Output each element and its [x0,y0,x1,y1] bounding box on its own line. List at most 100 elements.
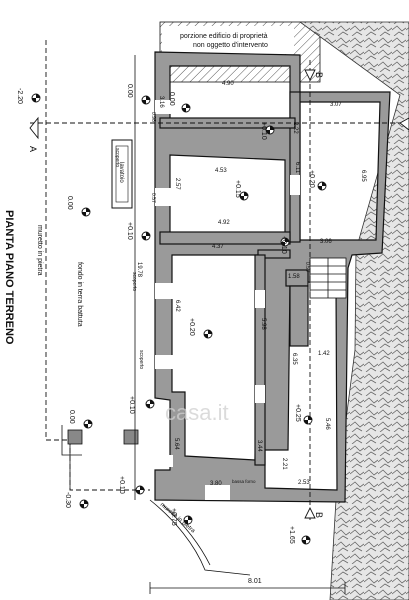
note-line-1: porzione edificio di proprietà [180,33,268,40]
elevation-marker-fill [186,104,190,108]
dim-059: 0.59 [304,262,310,272]
elevation-marker-fill [318,186,322,190]
elevation-marker-fill [308,416,312,420]
elevation-marker-fill [142,236,146,240]
dim-611: 6.11 [294,162,300,174]
section-markers: A B B [28,69,409,519]
dim-222: 2.22 [292,122,298,134]
dim-316: 3.16 [158,96,164,108]
elevation-marker-fill [188,516,192,520]
elevation-label-right-room: +0.25 [294,404,301,422]
elevation-marker-fill [82,212,86,216]
elevation-label-bottom-left: -0.30 [64,492,71,508]
section-b-top: B [314,72,324,78]
dim-642: 6.42 [174,300,180,312]
elevation-marker-fill [136,490,140,494]
elevation-marker-fill [302,540,306,544]
elevation-label-room-c: +0.15 [234,180,241,198]
dim-142: 1.42 [318,351,330,357]
elevation-marker-fill [80,504,84,508]
elevation-marker-fill [240,196,244,200]
label-scoperto-1: scoperto [114,148,120,167]
dimension-labels: 4.90 3.07 3.16 4.53 2.57 4.92 4.37 3.06 … [136,81,366,585]
elevation-marker-fill [88,420,92,424]
elevation-markers: -2.20 0.00 0.00 +0.10 +0.20 +0.15 0.00 +0.10 +0.… [16,84,327,545]
label-scoperto-2: scoperto [131,272,137,291]
elevation-marker-fill [146,232,150,236]
dim-453: 4.53 [215,168,227,174]
dim-221: 2.21 [281,458,287,470]
elevation-marker-fill [208,330,212,334]
dim-1978: 19.78 [136,262,142,278]
elevation-marker-fill [270,126,274,130]
dim-695: 6.95 [360,170,366,182]
dim-257: 2.57 [174,178,180,190]
elevation-label-bottom-mid: +0.10 [118,476,125,494]
elevation-label-bottom-ramp: +0.75 [170,508,177,526]
label-scoperto-3: scoperto [138,350,144,369]
elevation-label-corridor: +0.10 [260,122,267,140]
elevation-label-room-b: +0.20 [308,170,315,188]
elevation-label-room-a: 0.00 [126,84,133,98]
elevation-marker-fill [84,500,88,504]
elevation-marker-fill [36,94,40,98]
elevation-marker-fill [184,520,188,524]
dim-344: 3.44 [256,440,262,452]
elevation-marker-fill [86,208,90,212]
dim-098: 0.98 [150,112,156,122]
elevation-marker-fill [182,108,186,112]
elevation-marker-fill [32,98,36,102]
walls [154,51,391,503]
elevation-marker-fill [146,96,150,100]
dim-437: 4.37 [212,244,224,250]
elevation-marker-fill [84,424,88,428]
elevation-label-corridor2: +0.10 [128,396,135,414]
dim-253: 2.53 [298,480,310,486]
elevation-marker-fill [142,100,146,104]
dim-546: 5.46 [324,418,330,430]
dim-598: 5.98 [260,318,266,330]
elevation-marker-fill [266,130,270,134]
elevation-marker-fill [304,420,308,424]
dim-306: 3.06 [320,239,332,245]
dim-057: 0.57 [150,193,156,203]
elevation-label-big-room: +0.20 [188,318,195,336]
elevation-marker-fill [146,404,150,408]
note-line-2: non oggetto d'intervento [193,42,268,49]
staircase [309,257,347,299]
label-lavatoio: lavatoio [118,162,124,183]
elevation-label-left-bottom: 0.00 [68,410,75,424]
dim-564: 5.64 [173,438,179,450]
section-a-left: A [28,146,38,152]
elevation-marker-fill [204,334,208,338]
lavatoio-box [111,139,133,209]
dim-380: 3.80 [210,481,222,487]
label-muretto-left: muretto in pietra [36,225,43,276]
dim-492: 4.92 [218,220,230,226]
elevation-marker-fill [140,486,144,490]
elevation-label-left-yard2: +0.10 [126,222,133,240]
watermark: casa.it [165,400,229,425]
elevation-label-left-yard: 0.00 [66,196,73,210]
elevation-marker-fill [150,400,154,404]
elevation-label-mid-right: +0.10 [280,236,287,254]
dim-307: 3.07 [330,102,342,108]
openings [155,100,300,500]
elevation-label-bottom-right: +1.65 [288,526,295,544]
plan-title: PIANTA PIANO TERRENO [3,210,15,345]
dim-158: 1.58 [288,274,300,280]
section-b-bottom: B [314,512,324,518]
label-fondo: fondo in terra battuta [76,262,83,327]
label-bassa-forno: bassa forno [232,479,256,484]
elevation-marker-fill [244,192,248,196]
elevation-label-room-a2: 0.00 [168,92,175,106]
elevation-marker-fill [281,242,285,246]
dim-635: 6.35 [291,353,297,365]
elevation-label-top-left: -2.20 [16,88,23,104]
elevation-marker-fill [285,238,289,242]
outdoor-lines [30,40,409,594]
elevation-marker-fill [306,536,310,540]
dim-801: 8.01 [248,578,262,585]
elevation-marker-fill [322,182,326,186]
